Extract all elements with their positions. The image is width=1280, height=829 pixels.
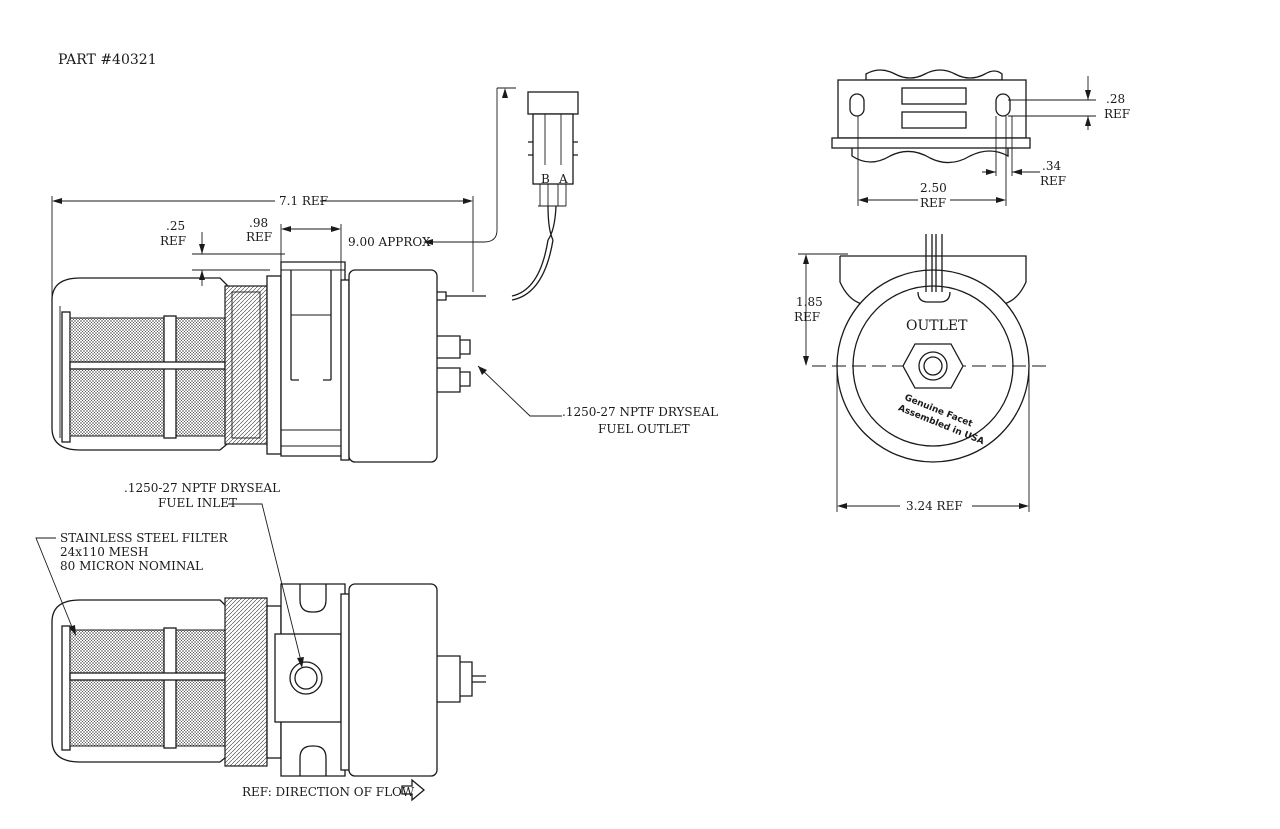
dim-slot-width-ref: REF	[1040, 174, 1066, 188]
inlet-callout-2: FUEL INLET	[158, 496, 237, 510]
outlet-callout-1: .1250-27 NPTF DRYSEAL	[562, 405, 718, 419]
slot-right	[995, 93, 1011, 117]
dim-wire-length: 9.00 APPROX	[348, 235, 431, 249]
filter-callout-1: STAINLESS STEEL FILTER	[60, 531, 229, 545]
dim-center-height: 1.85	[796, 295, 823, 309]
side-view-top	[51, 239, 554, 463]
flow-arrow-icon	[401, 778, 426, 802]
dim-offset: .25	[166, 219, 185, 233]
collar	[224, 285, 268, 445]
dimensions-top: 7.1 REF .98 REF .25 REF 9.00 APPROX .125…	[51, 87, 718, 436]
inlet-callout-1: .1250-27 NPTF DRYSEAL	[124, 481, 280, 495]
motor-can	[348, 269, 438, 463]
outlet-fitting	[902, 343, 964, 389]
electrical-connector: B A	[527, 91, 579, 241]
dim-flange-ref: REF	[246, 230, 272, 244]
outlet-label: OUTLET	[906, 318, 968, 334]
dim-slot-spacing: 2.50	[920, 181, 947, 195]
pin-a-label: A	[558, 172, 568, 186]
dim-slot-spacing-ref: REF	[920, 196, 946, 210]
filter-callout-3: 80 MICRON NOMINAL	[60, 559, 203, 573]
flow-label: REF: DIRECTION OF FLOW	[242, 785, 415, 799]
dim-flange: .98	[249, 216, 268, 230]
pin-b-label: B	[541, 172, 550, 186]
dim-diameter: 3.24 REF	[906, 499, 963, 513]
outlet-callout-2: FUEL OUTLET	[598, 422, 690, 436]
bracket-view: .28 REF 2.50 REF .34 REF	[831, 69, 1130, 210]
dim-slot-height: .28	[1106, 92, 1125, 106]
filter-callout-2: 24x110 MESH	[60, 545, 149, 559]
dim-slot-height-ref: REF	[1104, 107, 1130, 121]
dim-center-height-ref: REF	[794, 310, 820, 324]
dim-offset-ref: REF	[160, 234, 186, 248]
fuel-inlet-port	[289, 661, 323, 695]
slot-left	[849, 93, 865, 117]
dimensions-bottom: .1250-27 NPTF DRYSEAL FUEL INLET STAINLE…	[35, 481, 426, 802]
end-view: OUTLET Genuine Facet Assembled in USA 1.…	[794, 234, 1052, 513]
filter-mesh	[69, 317, 226, 437]
dim-length: 7.1 REF	[279, 194, 328, 208]
side-view-bottom	[51, 583, 486, 777]
part-number: PART #40321	[58, 52, 157, 68]
dim-slot-width: .34	[1042, 159, 1061, 173]
